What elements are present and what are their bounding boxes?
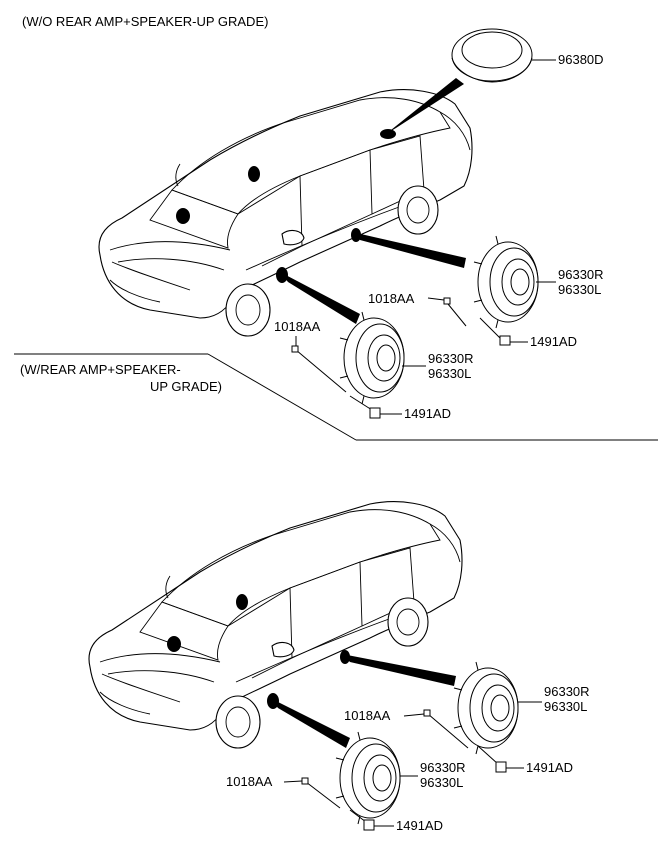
label-top-front-1018AA: 1018AA xyxy=(274,319,321,334)
top-front-screw xyxy=(291,345,347,393)
bottom-front-door-leader xyxy=(270,698,350,748)
label-top-front-96330L: 96330L xyxy=(428,366,471,381)
top-front-door-spot xyxy=(276,267,288,283)
bottom-front-nut xyxy=(349,809,375,831)
top-parcel-shelf-spot xyxy=(380,129,396,139)
label-bottom-rear-96330R: 96330R xyxy=(544,684,590,699)
bottom-car xyxy=(88,501,463,749)
bottom-rear-screw xyxy=(423,709,469,749)
section-divider xyxy=(14,353,658,441)
label-bottom-rear-96330L: 96330L xyxy=(544,699,587,714)
bottom-front-screw xyxy=(301,777,341,809)
top-front-door-leader xyxy=(280,272,360,324)
label-96380D: 96380D xyxy=(558,52,604,67)
bottom-rear-nut xyxy=(477,745,507,773)
label-bottom-front-1491AD: 1491AD xyxy=(396,818,443,833)
bottom-rear-door-speaker xyxy=(453,661,519,755)
bottom-rear-door-leader xyxy=(342,654,456,686)
rear-parcel-speaker xyxy=(386,28,533,134)
label-top-rear-1491AD: 1491AD xyxy=(530,334,577,349)
top-car xyxy=(98,89,473,337)
label-bottom-rear-1018AA: 1018AA xyxy=(344,708,391,723)
bottom-dashboard-speaker-spot-2 xyxy=(167,636,181,652)
top-front-nut xyxy=(349,395,381,419)
label-top-front-1491AD: 1491AD xyxy=(404,406,451,421)
bottom-section-heading-line1: (W/REAR AMP+SPEAKER- xyxy=(20,362,181,377)
top-rear-door-speaker xyxy=(473,235,539,329)
label-bottom-front-96330R: 96330R xyxy=(420,760,466,775)
label-top-front-96330R: 96330R xyxy=(428,351,474,366)
top-rear-nut xyxy=(479,317,511,346)
label-bottom-rear-1491AD: 1491AD xyxy=(526,760,573,775)
label-top-rear-1018AA: 1018AA xyxy=(368,291,415,306)
label-bottom-front-96330L: 96330L xyxy=(420,775,463,790)
top-rear-door-leader xyxy=(352,232,466,268)
bottom-dashboard-speaker-spot xyxy=(236,594,248,610)
top-dashboard-speaker-spot xyxy=(248,166,260,182)
top-dashboard-speaker-spot-2 xyxy=(176,208,190,224)
top-rear-screw xyxy=(443,297,467,327)
bottom-section-heading-line2: UP GRADE) xyxy=(150,379,222,394)
top-section-heading: (W/O REAR AMP+SPEAKER-UP GRADE) xyxy=(22,14,268,29)
label-top-rear-96330R: 96330R xyxy=(558,267,604,282)
label-top-rear-96330L: 96330L xyxy=(558,282,601,297)
label-bottom-front-1018AA: 1018AA xyxy=(226,774,273,789)
top-front-door-speaker xyxy=(339,311,405,405)
